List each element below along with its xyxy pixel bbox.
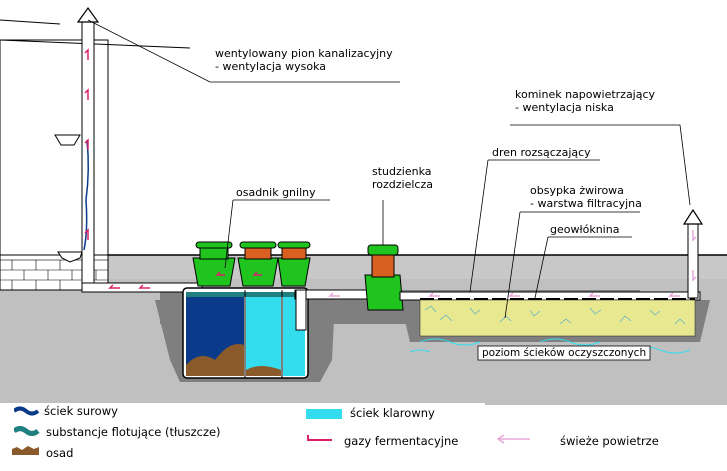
toilet: [57, 251, 83, 263]
label-treated-level: poziom ścieków oczyszczonych: [482, 347, 647, 359]
label-distribution-box: studzienka rozdzielcza: [372, 165, 433, 191]
tank-lids: [192, 241, 311, 287]
tank-chamber-2: [246, 296, 281, 376]
legend-clarified: ściek klarowny: [350, 406, 435, 420]
label-gravel: obsypka żwirowa - warstwa filtracyjna: [530, 184, 642, 210]
legend-floating: substancje flotujące (tłuszcze): [46, 425, 221, 439]
low-vent-arrow: [682, 208, 704, 225]
distribution-box: [364, 244, 404, 311]
legend-sediment: osad: [46, 446, 74, 460]
air-arrows: [328, 230, 697, 297]
label-distribution-box-line2: rozdzielcza: [372, 178, 433, 191]
label-septic-tank: osadnik gnilny: [236, 186, 316, 199]
gravel-bed: [419, 299, 696, 337]
vent-stack-arrow: [76, 6, 100, 23]
label-distribution-box-line1: studzienka: [372, 165, 432, 178]
legend-swatch-floating: [14, 426, 40, 436]
legend-swatch-sediment: [12, 446, 39, 455]
legend-area: [0, 403, 485, 471]
label-gravel-line1: obsypka żwirowa: [530, 184, 624, 197]
label-vent-low-line1: kominek napowietrzający: [515, 88, 656, 101]
gravel-texture: [424, 305, 686, 325]
legend-fresh-air: świeże powietrze: [560, 434, 659, 448]
sediment-1: [186, 344, 244, 376]
label-gravel-line2: - warstwa filtracyjna: [530, 197, 642, 210]
outlet-dip-pipe: [295, 289, 307, 331]
outlet-pipe: [294, 289, 376, 300]
sediment-2: [246, 366, 281, 376]
legend-swatch-clarified: [306, 409, 342, 419]
gas-arrows: [84, 48, 262, 289]
roof-top: [0, 19, 61, 25]
label-vent-low-line2: - wentylacja niska: [515, 101, 614, 114]
leader-lines: [87, 19, 691, 319]
roof-line: [0, 39, 191, 49]
sink: [54, 134, 81, 146]
raw-sewage-stream: [83, 139, 90, 251]
label-vent-low: kominek napowietrzający - wentylacja nis…: [515, 88, 655, 114]
legend-swatch-raw-sewage: [14, 406, 40, 416]
label-geotextile: geowłóknina: [550, 223, 620, 236]
label-vent-stack: wentylowany pion kanalizacyjny - wentyla…: [215, 47, 393, 73]
legend-fermentation-gases: gazy fermentacyjne: [344, 434, 459, 448]
legend-swatch-air: [496, 434, 530, 444]
label-drain: dren rozsączający: [492, 146, 591, 159]
legend-swatch-gas: [307, 435, 332, 441]
label-vent-stack-line1: wentylowany pion kanalizacyjny: [215, 47, 393, 60]
legend-raw-sewage: ściek surowy: [44, 404, 118, 418]
treated-level-box: [477, 345, 651, 361]
label-vent-stack-line2: - wentylacja wysoka: [215, 60, 327, 73]
